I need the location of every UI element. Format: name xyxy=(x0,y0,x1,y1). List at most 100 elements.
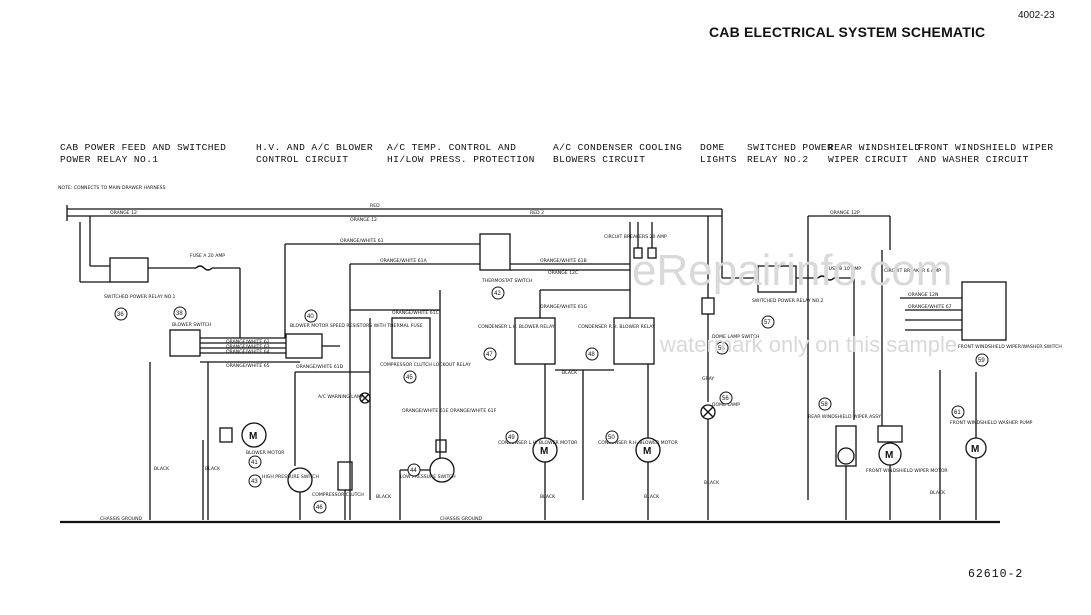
section-line2: RELAY NO.2 xyxy=(747,153,809,165)
dome-switch-number: 55 xyxy=(718,346,725,352)
blower-motor-label: BLOWER MOTOR xyxy=(246,450,285,456)
blower-switch-number: 38 xyxy=(176,311,183,317)
blower-resistor-label: BLOWER MOTOR SPEED RESISTORS WITH THERMA… xyxy=(290,323,423,329)
wire-red2-label: RED 2 xyxy=(530,210,544,216)
wire-orange12c-label: ORANGE 12C xyxy=(548,270,578,276)
wire-black-4-label: BLACK xyxy=(540,494,556,500)
clutch-relay-number: 45 xyxy=(406,375,413,381)
cond-lh-relay-callout xyxy=(483,347,497,361)
blower-switch-label: BLOWER SWITCH xyxy=(172,322,211,328)
wire-ow64-label: ORANGE/WHITE 64 xyxy=(226,349,270,355)
thermostat-symbol xyxy=(284,233,630,520)
cond-lh-motor-callout xyxy=(505,430,519,444)
high-pressure-callout xyxy=(248,474,262,488)
front-wiper-switch-number: 59 xyxy=(978,358,985,364)
blower-switch-callout xyxy=(173,306,187,320)
wire-ow61c-label: ORANGE/WHITE 61C xyxy=(392,310,439,316)
wire-ow65-label: ORANGE/WHITE 65 xyxy=(226,363,270,369)
front-wiper-switch-symbol xyxy=(900,281,1007,520)
note-label: NOTE: CONNECTS TO MAIN DRAWER HARNESS xyxy=(58,185,166,191)
page-number: 4002-23 xyxy=(1018,10,1055,21)
section-line1: FRONT WINDSHIELD WIPER xyxy=(918,142,1054,153)
relay2-callout xyxy=(761,315,775,329)
rear-wiper-label: REAR WINDSHIELD WIPER ASSY xyxy=(808,414,881,420)
ground-drops xyxy=(149,362,709,520)
washer-pump-callout xyxy=(951,405,965,419)
thermostat-number: 42 xyxy=(494,291,501,297)
ac-warning-label: A/C WARNING LAMP xyxy=(318,394,364,400)
dome-lamp-number: 56 xyxy=(722,396,729,402)
wire-ow61f-label: ORANGE/WHITE 61F xyxy=(450,408,497,414)
rear-wiper-number: 58 xyxy=(821,402,828,408)
wire-black-5-label: BLACK xyxy=(644,494,660,500)
wire-ow61d-label: ORANGE/WHITE 61D xyxy=(296,364,344,370)
thermostat-callout xyxy=(491,286,505,300)
cond-rh-motor-label: CONDENSER R.H. BLOWER MOTOR xyxy=(598,440,679,446)
relay2-number: 57 xyxy=(764,320,771,326)
clutch-relay-callout xyxy=(403,370,417,384)
wire-black-cond-label: BLACK xyxy=(562,370,578,376)
wire-red-label: RED xyxy=(370,203,380,209)
high-pressure-number: 43 xyxy=(251,479,258,485)
section-line2: BLOWERS CIRCUIT xyxy=(553,153,646,165)
wire-black-3-label: BLACK xyxy=(376,494,392,500)
compressor-clutch-callout xyxy=(313,500,327,514)
wire-ow61a-label: ORANGE/WHITE 61A xyxy=(380,258,428,264)
blower-motor-callout xyxy=(248,455,262,469)
section-line1: CAB POWER FEED AND SWITCHED xyxy=(60,142,227,153)
section-line2: CONTROL CIRCUIT xyxy=(256,153,349,165)
power-buses xyxy=(66,205,723,278)
cond-rh-relay-callout xyxy=(585,347,599,361)
wire-ow61-label: ORANGE/WHITE 61 xyxy=(340,238,384,244)
section-line2: WIPER CIRCUIT xyxy=(828,153,909,165)
blower-resistor-number: 40 xyxy=(307,314,314,320)
circuit-breaker-2-label: CIRCUIT BREAKER 6 AMP xyxy=(884,268,941,274)
compressor-clutch-number: 46 xyxy=(316,505,323,511)
cond-rh-relay-number: 48 xyxy=(588,352,595,358)
low-pressure-callout xyxy=(407,463,421,477)
low-pressure-switch-symbol xyxy=(399,439,455,520)
blower-motor-symbol xyxy=(207,362,267,520)
section-line2: HI/LOW PRESS. PROTECTION xyxy=(387,153,535,165)
section-line2: LIGHTS xyxy=(700,153,737,165)
washer-pump-number: 61 xyxy=(954,410,961,416)
section-line1: DOME xyxy=(700,142,725,153)
wire-ow67-label: ORANGE/WHITE 67 xyxy=(908,304,952,310)
compressor-clutch-symbol xyxy=(337,461,353,520)
washer-pump-label: FRONT WINDSHIELD WASHER PUMP xyxy=(950,420,1033,426)
wire-orange12n-label: ORANGE 12N xyxy=(908,292,938,298)
wire-ow61b-label: ORANGE/WHITE 61B xyxy=(540,258,587,264)
washer-pump-m: M xyxy=(971,444,979,455)
condenser-motors-symbol xyxy=(532,364,661,500)
wire-orange12p-label: ORANGE 12P xyxy=(830,210,860,216)
cond-lh-relay-number: 47 xyxy=(486,352,493,358)
washer-pump-symbol xyxy=(965,372,987,520)
dome-lamp-label: DOME LAMP xyxy=(712,402,740,408)
chassis-ground-label-2: CHASSIS GROUND xyxy=(440,516,483,522)
front-wiper-motor-label: FRONT WINDSHIELD WIPER MOTOR xyxy=(866,468,948,474)
low-pressure-number: 44 xyxy=(410,468,417,474)
cond-rh-motor-callout xyxy=(605,430,619,444)
cond-rh-motor-number: 50 xyxy=(608,435,615,441)
wire-ow62-label: ORANGE/WHITE 62 xyxy=(226,339,270,345)
dome-switch-label: DOME LAMP SWITCH xyxy=(712,334,760,340)
cond-lh-motor-label: CONDENSER L.H. BLOWER MOTOR xyxy=(498,440,578,446)
high-pressure-label: HIGH PRESSURE SWITCH xyxy=(262,474,319,480)
cond-lh-relay-label: CONDENSER L.H. BLOWER RELAY xyxy=(478,324,555,330)
cond-lh-motor-m: M xyxy=(540,446,548,457)
section-line1: A/C TEMP. CONTROL AND xyxy=(387,142,517,153)
section-line2: AND WASHER CIRCUIT xyxy=(918,153,1029,165)
circuit-breakers-label: CIRCUIT BREAKERS 20 AMP xyxy=(604,234,667,240)
blower-motor-number: 41 xyxy=(251,460,258,466)
wire-black-1-label: BLACK xyxy=(154,466,170,472)
relay2-label: SWITCHED POWER RELAY NO.2 xyxy=(752,298,824,304)
cond-rh-relay-label: CONDENSER R.H. BLOWER RELAY xyxy=(578,324,655,330)
section-line1: REAR WINDSHIELD xyxy=(828,142,921,153)
dome-lamp-callout xyxy=(719,391,733,405)
section-line1: SWITCHED POWER xyxy=(747,142,834,153)
